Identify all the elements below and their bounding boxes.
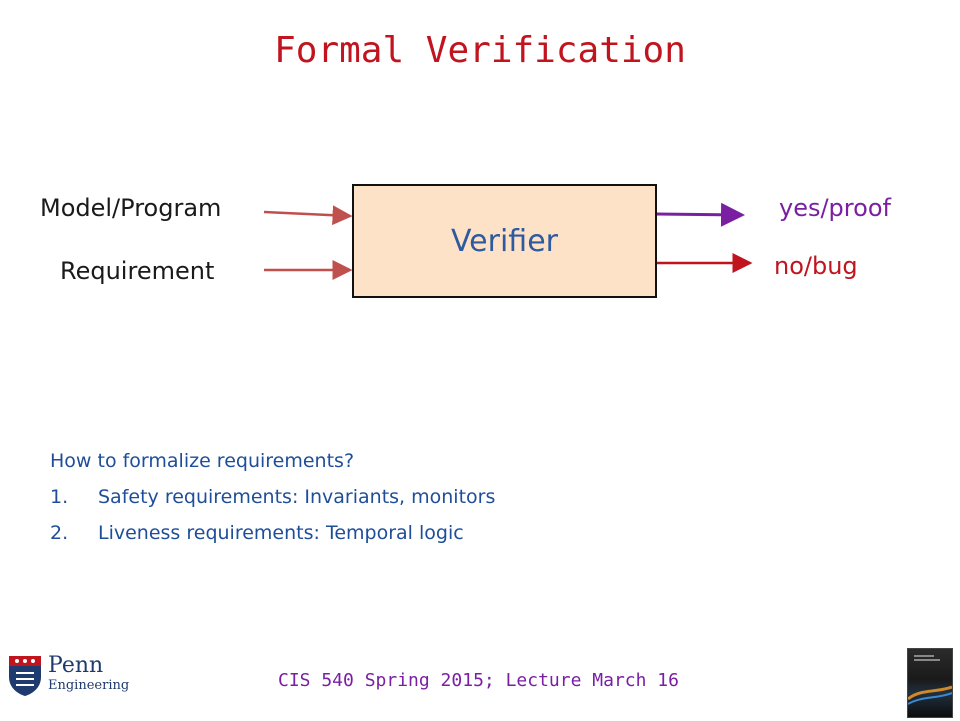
- input-arrow-model: [263, 205, 353, 226]
- output-label-yes: yes/proof: [779, 194, 891, 222]
- list-item: 1. Safety requirements: Invariants, monit…: [50, 479, 495, 515]
- list-number: 2.: [50, 522, 69, 544]
- book-cover-art-icon: [907, 655, 953, 705]
- notes-heading: How to formalize requirements?: [50, 450, 355, 472]
- penn-shield-icon: [9, 656, 41, 696]
- slide-title: Formal Verification: [274, 30, 686, 71]
- notes-block: How to formalize requirements? 1. Safety …: [50, 443, 495, 551]
- output-label-no: no/bug: [774, 252, 858, 280]
- verifier-box: Verifier: [352, 184, 657, 298]
- input-label-model: Model/Program: [40, 194, 222, 222]
- list-text: Liveness requirements: Temporal logic: [98, 522, 464, 544]
- verifier-label: Verifier: [450, 223, 558, 259]
- input-label-requirement: Requirement: [60, 257, 215, 285]
- output-arrow-yes: [655, 202, 745, 227]
- list-item: 2. Liveness requirements: Temporal logic: [50, 515, 495, 551]
- list-number: 1.: [50, 486, 69, 508]
- logo-line2: Engineering: [48, 678, 130, 693]
- logo-wordmark: Penn Engineering: [48, 653, 130, 693]
- list-text: Safety requirements: Invariants, monitor…: [98, 486, 496, 508]
- logo-line1: Penn: [48, 653, 104, 678]
- penn-engineering-logo: Penn Engineering: [8, 653, 130, 705]
- book-cover-thumbnail: [907, 648, 953, 718]
- slide-footer: CIS 540 Spring 2015; Lecture March 16: [278, 670, 679, 691]
